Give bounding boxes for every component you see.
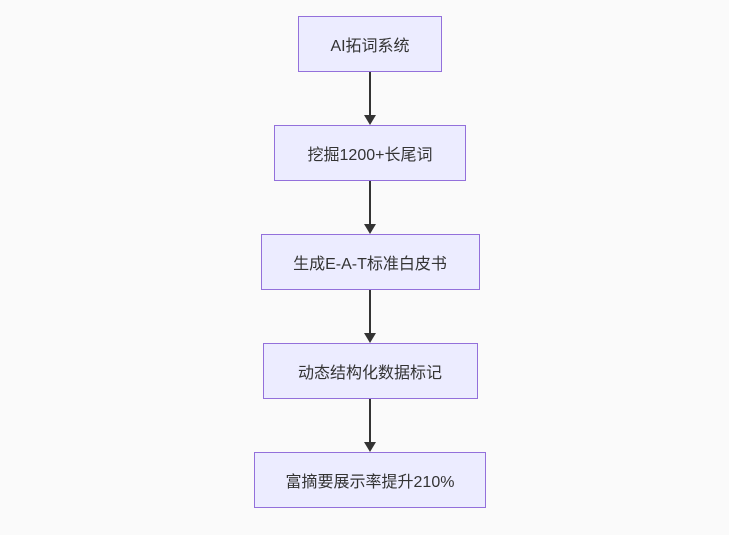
flowchart: AI拓词系统 挖掘1200+长尾词 生成E-A-T标准白皮书 动态结构化数据标记 bbox=[254, 16, 486, 508]
flow-edge-2 bbox=[364, 181, 376, 234]
flow-node-eat-whitepaper: 生成E-A-T标准白皮书 bbox=[260, 234, 480, 290]
flow-node-structured-data: 动态结构化数据标记 bbox=[262, 343, 478, 399]
flow-node-label: 富摘要展示率提升210% bbox=[285, 474, 455, 491]
flow-node-longtail-keywords: 挖掘1200+长尾词 bbox=[274, 125, 466, 181]
arrowhead-down-icon bbox=[364, 224, 376, 234]
edge-line bbox=[369, 72, 371, 115]
flow-node-label: 生成E-A-T标准白皮书 bbox=[293, 256, 447, 273]
arrowhead-down-icon bbox=[364, 442, 376, 452]
arrowhead-down-icon bbox=[364, 115, 376, 125]
flow-node-label: AI拓词系统 bbox=[330, 38, 410, 55]
flow-node-rich-snippet-result: 富摘要展示率提升210% bbox=[254, 452, 486, 508]
flow-edge-1 bbox=[364, 72, 376, 125]
edge-line bbox=[369, 181, 371, 224]
flow-node-label: 动态结构化数据标记 bbox=[297, 365, 442, 382]
flow-edge-3 bbox=[364, 290, 376, 343]
arrowhead-down-icon bbox=[364, 333, 376, 343]
edge-line bbox=[369, 290, 371, 333]
flow-node-ai-system: AI拓词系统 bbox=[298, 16, 442, 72]
edge-line bbox=[369, 399, 371, 442]
flow-edge-4 bbox=[364, 399, 376, 452]
flow-node-label: 挖掘1200+长尾词 bbox=[307, 147, 433, 164]
